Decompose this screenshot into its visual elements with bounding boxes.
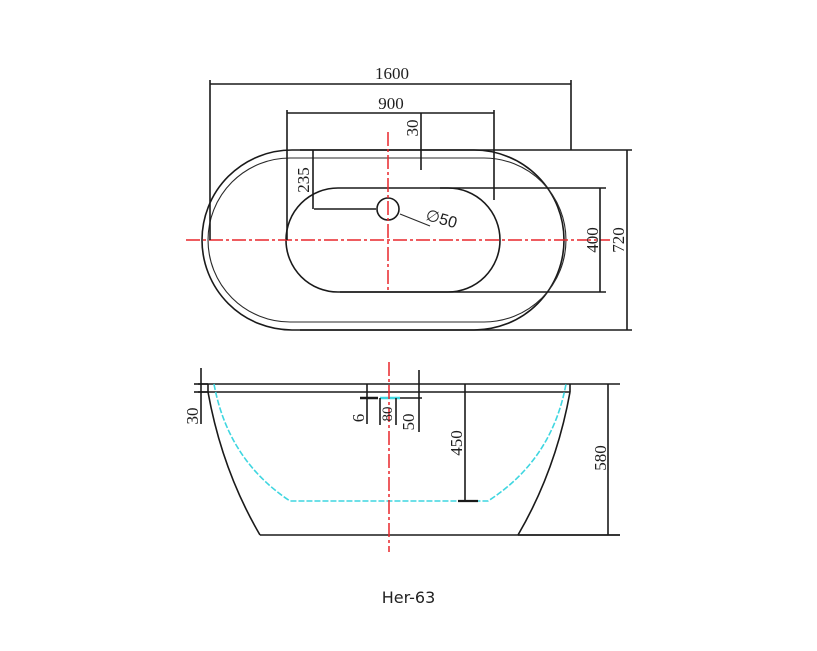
basin-inner-profile: [213, 383, 567, 502]
dim-overall-length: 1600: [375, 64, 409, 83]
drain-leader: [399, 213, 431, 227]
model-label: Her-63: [381, 588, 436, 607]
outer-rim-inner-outline: [207, 157, 567, 323]
dim-overall-width: 720: [609, 227, 628, 253]
side-view: 30 6 80 50 450 580: [183, 362, 620, 552]
dim-rim-offset: 30: [403, 120, 422, 137]
dim-drain-offset: 235: [294, 167, 313, 193]
dim-rim-thickness: 30: [183, 408, 202, 425]
tub-right-wall: [517, 391, 571, 536]
dim-drain-width: 80: [380, 407, 396, 422]
dim-water-depth: 450: [447, 430, 466, 456]
top-view: 1600 900 30 235 ∅50 400 720: [186, 64, 632, 331]
dim-inner-length: 900: [378, 94, 404, 113]
dim-drain-depth: 6: [349, 414, 368, 423]
dim-drain-diameter: ∅50: [424, 207, 459, 232]
dim-drain-height: 50: [399, 414, 418, 431]
tub-left-wall: [207, 391, 261, 536]
dim-inner-width: 400: [583, 227, 602, 253]
dim-overall-height: 580: [591, 445, 610, 471]
